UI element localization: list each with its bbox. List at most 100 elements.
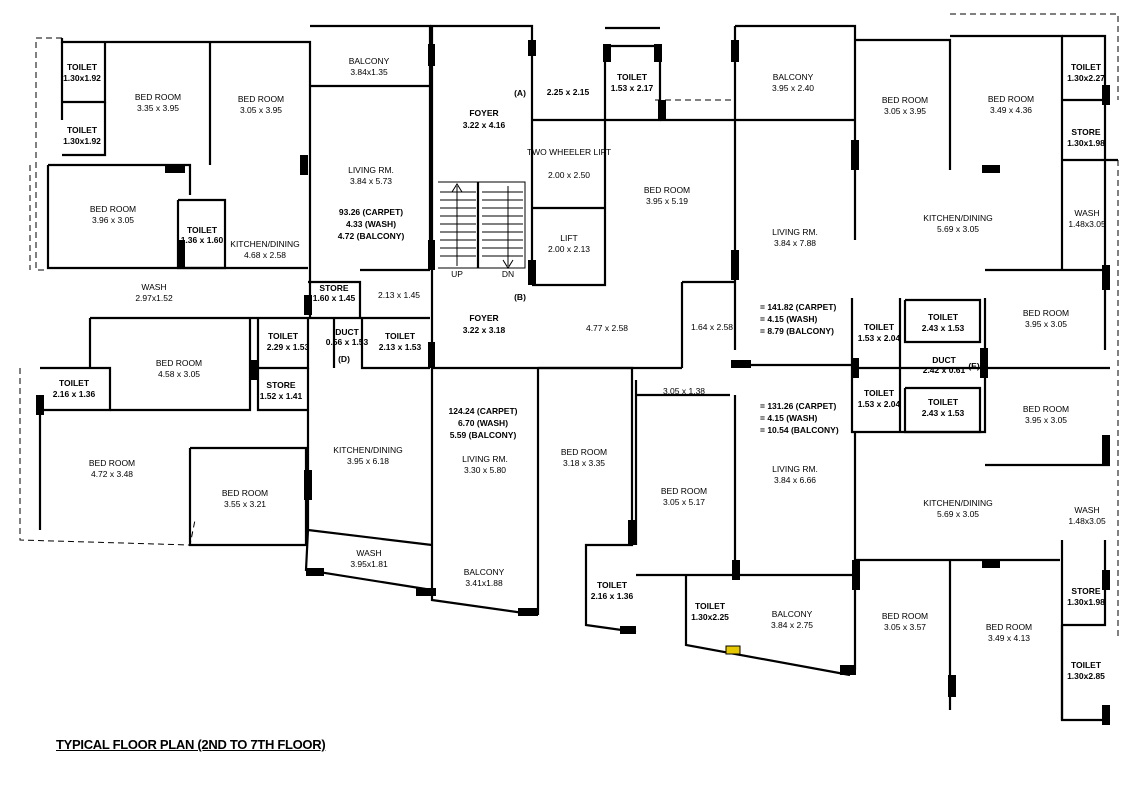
room-label: FOYER bbox=[469, 313, 498, 323]
room-dimension: 3.95x1.81 bbox=[350, 559, 388, 569]
room-label: BALCONY bbox=[349, 56, 390, 66]
room-label: TOILET bbox=[864, 388, 895, 398]
room-dimension: 3.84 x 6.66 bbox=[774, 475, 816, 485]
room-label: (E) bbox=[968, 361, 980, 371]
room-dimension: 3.05 x 5.17 bbox=[663, 497, 705, 507]
room-dimension: 1.48x3.05 bbox=[1068, 516, 1106, 526]
room-label: BALCONY bbox=[773, 72, 814, 82]
dashed-outlines bbox=[19, 13, 1119, 640]
room-label: TOILET bbox=[385, 331, 416, 341]
room-label: LIVING RM. bbox=[348, 165, 394, 175]
room-label: BED ROOM bbox=[644, 185, 690, 195]
room-dimension: 3.84 x 5.73 bbox=[350, 176, 392, 186]
room-label: LIVING RM. bbox=[462, 454, 508, 464]
room-label: WASH bbox=[1074, 505, 1099, 515]
room-dimension: 3.41x1.88 bbox=[465, 578, 503, 588]
room-dimension: 4.58 x 3.05 bbox=[158, 369, 200, 379]
room-dimension: 2.97x1.52 bbox=[135, 293, 173, 303]
area-note-line: = 8.79 (BALCONY) bbox=[760, 326, 834, 336]
room-label: KITCHEN/DINING bbox=[230, 239, 299, 249]
room-dimension: 1.30x1.92 bbox=[63, 73, 101, 83]
room-label: TOILET bbox=[59, 378, 90, 388]
room-dimension: 3.95 x 2.40 bbox=[772, 83, 814, 93]
stair-down-label: DN bbox=[502, 269, 514, 279]
room-label: BED ROOM bbox=[135, 92, 181, 102]
room-dimension: 2.43 x 1.53 bbox=[922, 323, 965, 333]
room-label: STORE bbox=[266, 380, 295, 390]
room-label: BED ROOM bbox=[882, 611, 928, 621]
plan-title: TYPICAL FLOOR PLAN (2ND TO 7TH FLOOR) bbox=[56, 737, 326, 752]
room-label: WASH bbox=[1074, 208, 1099, 218]
room-dimension: 2.00 x 2.13 bbox=[548, 244, 590, 254]
room-dimension: 3.05 x 3.57 bbox=[884, 622, 926, 632]
area-note-line: 124.24 (CARPET) bbox=[449, 406, 518, 416]
room-label: TOILET bbox=[597, 580, 628, 590]
room-label: BED ROOM bbox=[90, 204, 136, 214]
room-label: KITCHEN/DINING bbox=[923, 213, 992, 223]
room-dimension: 3.84 x 2.75 bbox=[771, 620, 813, 630]
room-dimension: 2.42 x 0.61 bbox=[923, 365, 966, 375]
room-label: DUCT bbox=[335, 327, 359, 337]
room-dimension: 3.30 x 5.80 bbox=[464, 465, 506, 475]
room-dimension: 2.43 x 1.53 bbox=[922, 408, 965, 418]
room-label: BED ROOM bbox=[988, 94, 1034, 104]
room-label: KITCHEN/DINING bbox=[923, 498, 992, 508]
room-dimension: 1.30x2.85 bbox=[1067, 671, 1105, 681]
room-label: WASH bbox=[141, 282, 166, 292]
room-label: TOILET bbox=[1071, 660, 1102, 670]
area-note-line: 93.26 (CARPET) bbox=[339, 207, 403, 217]
room-dimension: 3.05 x 3.95 bbox=[884, 106, 926, 116]
room-dimension: 1.30x1.98 bbox=[1067, 138, 1105, 148]
room-label: FOYER bbox=[469, 108, 498, 118]
room-label: BED ROOM bbox=[238, 94, 284, 104]
room-dimension: 3.05 x 3.95 bbox=[240, 105, 282, 115]
room-label: BED ROOM bbox=[882, 95, 928, 105]
room-dimension: 3.05 x 1.38 bbox=[663, 386, 705, 396]
room-label: TOILET bbox=[67, 125, 98, 135]
room-dimension: 3.84x1.35 bbox=[350, 67, 388, 77]
room-label: BED ROOM bbox=[561, 447, 607, 457]
room-labels: TOILET 1.30x1.92 BED ROOM 3.35 x 3.95 BE… bbox=[53, 56, 1106, 681]
columns bbox=[36, 40, 1110, 725]
room-label: LIFT bbox=[560, 233, 577, 243]
room-label: BALCONY bbox=[772, 609, 813, 619]
room-dimension: 1.30x2.27 bbox=[1067, 73, 1105, 83]
area-note-line: = 141.82 (CARPET) bbox=[760, 302, 836, 312]
room-dimension: 2.13 x 1.53 bbox=[379, 342, 422, 352]
room-dimension: 5.69 x 3.05 bbox=[937, 509, 979, 519]
room-dimension: 4.68 x 2.58 bbox=[244, 250, 286, 260]
room-dimension: 3.95 x 6.18 bbox=[347, 456, 389, 466]
room-dimension: 1.30x1.92 bbox=[63, 136, 101, 146]
room-label: (D) bbox=[338, 354, 350, 364]
room-dimension: 3.95 x 3.05 bbox=[1025, 415, 1067, 425]
room-label: BALCONY bbox=[464, 567, 505, 577]
room-dimension: 1.53 x 2.04 bbox=[858, 399, 901, 409]
room-dimension: 2.29 x 1.53 bbox=[267, 342, 310, 352]
room-dimension: 4.77 x 2.58 bbox=[586, 323, 628, 333]
room-label: (A) bbox=[514, 88, 526, 98]
area-note-line: = 4.15 (WASH) bbox=[760, 314, 818, 324]
room-label: BED ROOM bbox=[1023, 308, 1069, 318]
room-label: TOILET bbox=[695, 601, 726, 611]
room-dimension: 1.53 x 2.17 bbox=[611, 83, 654, 93]
room-label: (B) bbox=[514, 292, 526, 302]
room-label: TOILET bbox=[928, 397, 959, 407]
room-dimension: 2.16 x 1.36 bbox=[591, 591, 634, 601]
room-label: STORE bbox=[1071, 127, 1100, 137]
staircase bbox=[438, 181, 526, 269]
room-dimension: 1.30x1.98 bbox=[1067, 597, 1105, 607]
room-dimension: 3.22 x 3.18 bbox=[463, 325, 506, 335]
room-dimension: 1.64 x 2.58 bbox=[691, 322, 733, 332]
room-label: BED ROOM bbox=[1023, 404, 1069, 414]
room-dimension: 1.48x3.05 bbox=[1068, 219, 1106, 229]
room-label: LIVING RM. bbox=[772, 464, 818, 474]
room-label: DUCT bbox=[932, 355, 956, 365]
room-dimension: 3.22 x 4.16 bbox=[463, 120, 506, 130]
room-dimension: 2.25 x 2.15 bbox=[547, 87, 590, 97]
room-label: BED ROOM bbox=[222, 488, 268, 498]
room-label: BED ROOM bbox=[986, 622, 1032, 632]
area-note-line: 6.70 (WASH) bbox=[458, 418, 508, 428]
area-note-line: = 131.26 (CARPET) bbox=[760, 401, 836, 411]
room-label: BED ROOM bbox=[89, 458, 135, 468]
